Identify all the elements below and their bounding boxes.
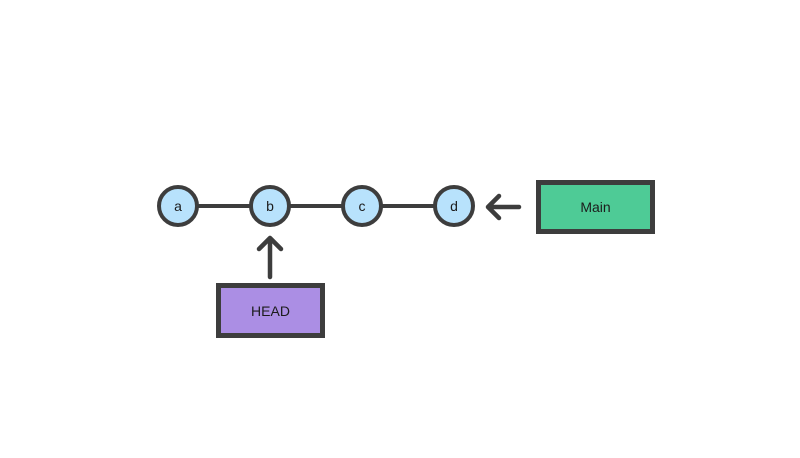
main-branch-label-box: Main xyxy=(536,180,655,234)
commit-node-a: a xyxy=(157,185,199,227)
left-arrow-stroke xyxy=(485,193,522,221)
head-label: HEAD xyxy=(251,302,290,319)
commit-node-c: c xyxy=(341,185,383,227)
commit-label-a: a xyxy=(174,198,182,214)
commit-label-c: c xyxy=(358,198,366,214)
commit-node-b: b xyxy=(249,185,291,227)
left-arrow-icon xyxy=(485,193,522,221)
commit-label-b: b xyxy=(266,198,274,214)
head-label-box: HEAD xyxy=(216,283,325,338)
commit-label-d: d xyxy=(450,198,458,214)
up-arrow-icon xyxy=(256,235,284,280)
main-branch-label: Main xyxy=(580,199,611,215)
commit-node-d: d xyxy=(433,185,475,227)
commit-connector-line xyxy=(178,204,454,208)
up-arrow-stroke xyxy=(256,235,284,280)
